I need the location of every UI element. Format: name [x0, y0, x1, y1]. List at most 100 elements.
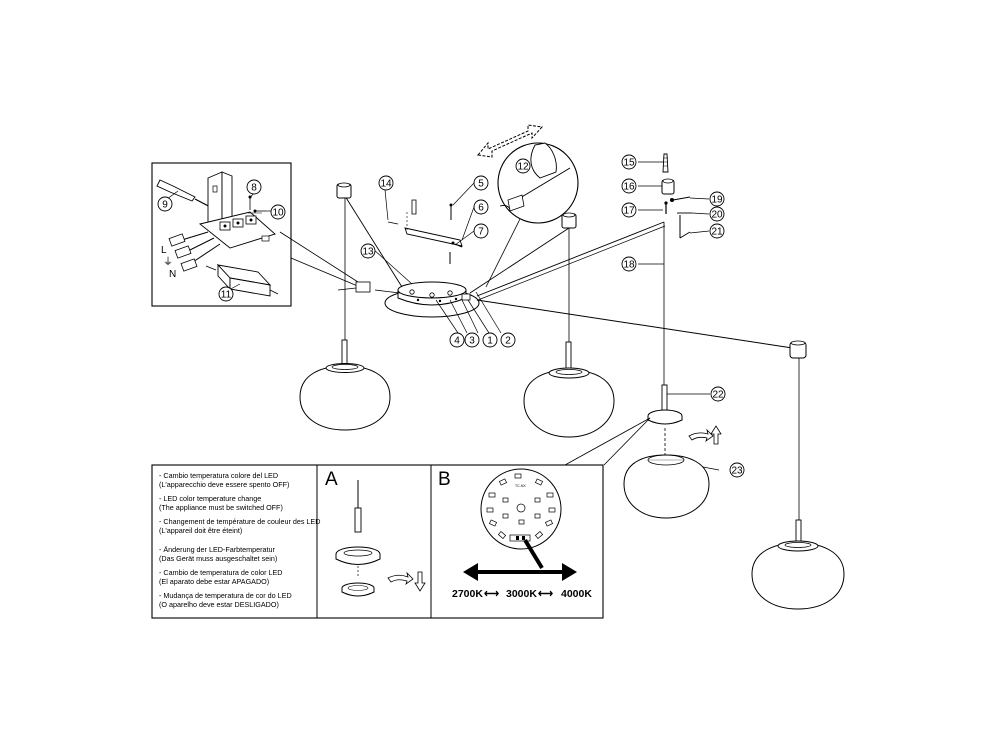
- svg-text:7: 7: [478, 227, 484, 238]
- svg-text:11: 11: [221, 290, 232, 301]
- temp-2700k: 2700K: [452, 588, 483, 600]
- callout-20: 20: [709, 206, 725, 222]
- pendant-lamp-2: [523, 341, 615, 438]
- rotate-arrow-icon: [387, 571, 414, 586]
- svg-text:3: 3: [469, 336, 475, 347]
- svg-text:1: 1: [487, 336, 493, 347]
- callout-14: 14: [378, 175, 394, 191]
- temp-arrow-1: ⟷: [484, 588, 500, 600]
- svg-text:22: 22: [712, 390, 724, 401]
- svg-text:12: 12: [517, 162, 529, 173]
- callout-1: 1: [482, 332, 498, 348]
- callout-18: 18: [621, 256, 637, 272]
- up-arrow-icon: [710, 425, 722, 445]
- panel-a: A: [325, 469, 426, 597]
- pendant-lamp-4: [751, 519, 845, 610]
- note-it-title: - Cambio temperatura colore del LED: [159, 471, 278, 480]
- ceiling-hook-1: [336, 182, 352, 199]
- down-arrow-icon: [414, 571, 426, 592]
- ceiling-hook-2: [561, 212, 577, 229]
- notes-column: - Cambio temperatura colore del LED (L'a…: [159, 471, 320, 609]
- svg-text:16: 16: [623, 182, 635, 193]
- temp-4000k: 4000K: [561, 588, 592, 600]
- svg-text:10: 10: [272, 208, 284, 219]
- svg-text:18: 18: [623, 260, 635, 271]
- note-de-sub: (Das Gerät muss ausgeschaltet sein): [159, 554, 277, 563]
- led-board: TC-NX: [480, 468, 562, 550]
- ceiling-anchor-parts: [661, 153, 692, 239]
- ceiling-canopy-drawing: [337, 281, 480, 318]
- screw-icon: [248, 195, 266, 214]
- svg-text:15: 15: [623, 158, 635, 169]
- rotate-arrow-icon: [688, 428, 714, 443]
- panel-b-label: B: [438, 469, 451, 490]
- note-pt-title: - Mudança de temperatura de cor do LED: [159, 591, 292, 600]
- note-pt-sub: (O aparelho deve estar DESLIGADO): [159, 600, 279, 609]
- note-fr-title: - Changement de température de couleur d…: [159, 517, 320, 526]
- double-arrow-icon: [477, 124, 544, 158]
- terminal-label-n: N: [169, 269, 176, 280]
- panel-a-label: A: [325, 469, 338, 490]
- callout-13: 13: [360, 243, 376, 259]
- svg-text:2: 2: [505, 336, 511, 347]
- callout-7: 7: [473, 223, 489, 239]
- wiring-inset: L ⏚ N: [151, 162, 361, 307]
- wire-connectors-drawing: L ⏚ N: [161, 231, 221, 280]
- led-driver-box-drawing: [205, 263, 279, 297]
- note-fr-sub: (L'appareil doit être éteint): [159, 526, 242, 535]
- temp-arrow-2: ⟷: [538, 588, 554, 600]
- callout-11: 11: [218, 286, 234, 302]
- terminal-bracket-drawing: [199, 171, 276, 249]
- callout-2: 2: [500, 332, 516, 348]
- callout-23: 23: [729, 462, 745, 478]
- callout-12: 12: [515, 158, 531, 174]
- callout-16: 16: [621, 178, 637, 194]
- callout-9: 9: [157, 196, 173, 212]
- selector-arrow: [463, 538, 577, 581]
- callout-10: 10: [270, 204, 286, 220]
- svg-text:9: 9: [162, 200, 168, 211]
- note-de-title: - Änderung der LED-Farbtemperatur: [159, 545, 275, 554]
- callout-21: 21: [709, 223, 725, 239]
- svg-text:23: 23: [731, 466, 743, 477]
- panel-b: B: [438, 468, 592, 600]
- note-en-sub: (The appliance must be switched OFF): [159, 503, 283, 512]
- callout-3: 3: [464, 332, 480, 348]
- zoom-line-right: [603, 417, 651, 466]
- terminal-label-earth: ⏚: [163, 256, 173, 268]
- note-es-title: - Cambio de temperatura de color LED: [159, 568, 282, 577]
- mounting-bracket-drawing: [387, 199, 463, 264]
- instruction-box: - Cambio temperatura colore del LED (L'a…: [151, 464, 604, 619]
- svg-text:6: 6: [478, 203, 484, 214]
- suspension-cables: [344, 195, 800, 520]
- callout-22: 22: [710, 386, 726, 402]
- svg-text:14: 14: [380, 179, 392, 190]
- callout-15: 15: [621, 154, 637, 170]
- led-board-marking: TC-NX: [515, 484, 526, 488]
- callout-5: 5: [473, 175, 489, 191]
- terminal-label-l: L: [161, 245, 167, 256]
- svg-text:20: 20: [711, 210, 723, 221]
- temp-3000k: 3000K: [506, 588, 537, 600]
- ceiling-hook-4: [789, 340, 807, 359]
- svg-text:8: 8: [251, 183, 257, 194]
- callout-6: 6: [473, 199, 489, 215]
- svg-text:19: 19: [711, 195, 723, 206]
- svg-text:21: 21: [711, 227, 723, 238]
- svg-text:4: 4: [454, 336, 460, 347]
- pendant-lamp-3-exploded: [623, 384, 710, 519]
- color-temp-scale: 2700K ⟷ 3000K ⟷ 4000K: [452, 588, 592, 600]
- svg-text:13: 13: [362, 247, 374, 258]
- note-en-title: - LED color temperature change: [159, 494, 261, 503]
- callout-19: 19: [709, 191, 725, 207]
- callout-17: 17: [621, 202, 637, 218]
- callout-4: 4: [449, 332, 465, 348]
- note-es-sub: (El aparato debe estar APAGADO): [159, 577, 269, 586]
- pendant-lamp-1: [299, 339, 391, 431]
- svg-text:5: 5: [478, 179, 484, 190]
- zoom-line-left: [564, 417, 651, 466]
- note-it-sub: (L'apparecchio deve essere spento OFF): [159, 480, 289, 489]
- svg-text:17: 17: [623, 206, 635, 217]
- callout-8: 8: [246, 179, 262, 195]
